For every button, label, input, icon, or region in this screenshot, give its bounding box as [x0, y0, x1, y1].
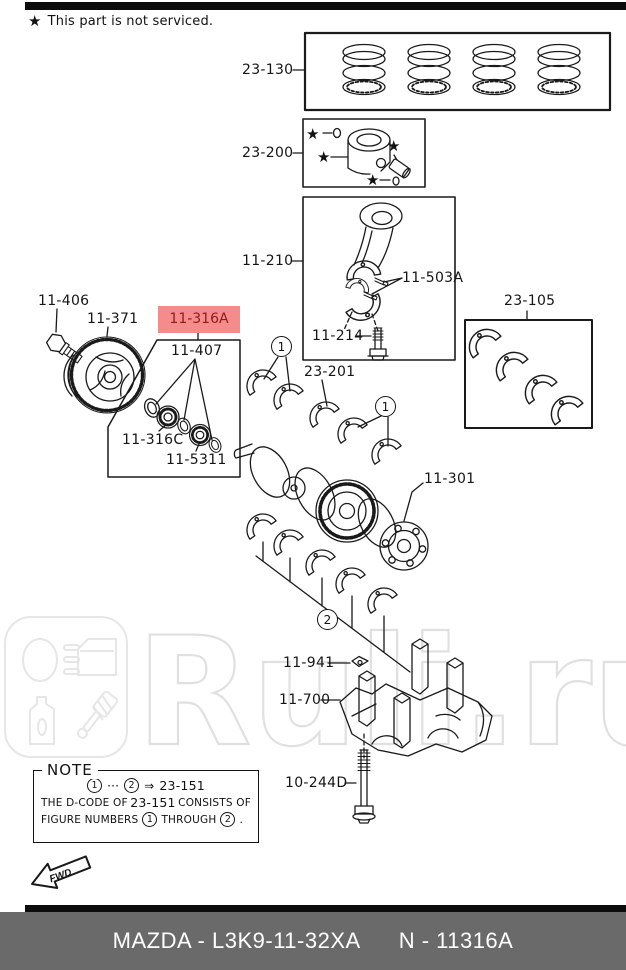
- note-callout-1: 1: [87, 778, 103, 793]
- part-label-rod-bearings: 23-105: [504, 293, 556, 309]
- note-arrow: ⇒: [144, 778, 155, 793]
- svg-text:★: ★: [306, 125, 319, 143]
- note-line3-callout-2: 2: [220, 812, 236, 827]
- part-label-clip: 11-941: [283, 655, 335, 671]
- rod-bolt-drawing: [367, 327, 389, 361]
- part-label-bearing-cap: 11-700: [279, 692, 331, 708]
- footer-catalog-code: MAZDA - L3K9-11-32XA: [112, 928, 361, 953]
- part-label-piston-rings: 23-130: [242, 62, 294, 78]
- watermark-logo: [4, 616, 128, 758]
- crankshaft-drawing: [233, 443, 429, 571]
- leader-lines: [55, 69, 528, 784]
- callout-1: 1: [271, 336, 292, 357]
- note-line3-period: .: [239, 813, 243, 826]
- bottom-rule: [25, 905, 626, 912]
- seal-kit-box: [107, 339, 241, 478]
- service-notice-text: This part is not serviced.: [47, 13, 214, 29]
- star-marks: ★ ★ ★ ★: [306, 125, 400, 189]
- note-line-2: THE D-CODE OF 23-151 CONSISTS OF: [39, 795, 253, 810]
- cap-bolt-drawing: [352, 749, 376, 824]
- part-label-rod-bolt: 11-214: [312, 328, 364, 344]
- part-label-rod-bolt-small: 11-503A: [402, 270, 464, 286]
- piston-rings-box: [303, 31, 612, 112]
- part-label-seal-set: 11-407: [171, 343, 223, 359]
- part-label-piston: 23-200: [242, 145, 294, 161]
- note-line2-text: THE D-CODE OF: [41, 796, 128, 809]
- svg-text:★: ★: [317, 148, 330, 166]
- note-box: NOTE 1 ··· 2 ⇒ 23-151 THE D-CODE OF 23-1…: [33, 761, 259, 843]
- star-icon: ★: [28, 12, 42, 30]
- svg-text:★: ★: [387, 137, 400, 155]
- service-notice: ★ This part is not serviced.: [28, 12, 213, 30]
- bearing-cap-drawing: [339, 638, 493, 759]
- part-label-oil-seal: 11-5311: [166, 452, 227, 468]
- note-line3-callout-1: 1: [142, 812, 158, 827]
- footer-part-code: N - 11316A: [398, 928, 514, 953]
- note-line3-text: FIGURE NUMBERS: [41, 813, 139, 826]
- part-label-connecting-rod: 11-210: [242, 253, 294, 269]
- note-code: 23-151: [159, 778, 205, 793]
- note-line-3: FIGURE NUMBERS 1 THROUGH 2 .: [39, 812, 253, 827]
- callout-2: 2: [317, 609, 338, 630]
- note-dots: ···: [107, 778, 120, 793]
- part-label-pulley-bolt: 11-406: [38, 293, 90, 309]
- part-label-trigger-wheel: 11-371: [87, 311, 139, 327]
- part-label-crankshaft: 11-301: [424, 471, 476, 487]
- part-label-seal-kit-highlighted: 11-316A: [158, 306, 240, 333]
- svg-text:★: ★: [366, 171, 379, 189]
- pulley-bolt-drawing: [45, 333, 83, 364]
- fwd-arrow: FWD: [31, 855, 92, 889]
- top-rule: [25, 2, 626, 10]
- note-line2-code: 23-151: [130, 795, 176, 810]
- rod-bolts-small: [363, 277, 389, 301]
- rod-bearings-box: [461, 319, 593, 429]
- part-label-thrust-bearing: 23-201: [304, 364, 356, 380]
- part-label-seal-c: 11-316C: [122, 432, 184, 448]
- connecting-rod-box: [302, 196, 456, 361]
- note-callout-2: 2: [124, 778, 140, 793]
- trigger-wheel-drawing: [63, 336, 146, 414]
- note-line2-tail: CONSISTS OF: [178, 796, 251, 809]
- part-label-cap-bolt: 10-244D: [285, 775, 348, 791]
- callout-1b: 1: [375, 396, 396, 417]
- note-line3-mid: THROUGH: [161, 813, 217, 826]
- clip-drawing: [351, 655, 369, 668]
- footer-bar: MAZDA - L3K9-11-32XA N - 11316A: [0, 912, 626, 970]
- note-title: NOTE: [42, 761, 98, 779]
- piston-box: ★ ★ ★ ★: [302, 118, 426, 189]
- watermark-text: Ruli.ru: [136, 606, 626, 780]
- note-sequence: 1 ··· 2 ⇒ 23-151: [39, 778, 253, 793]
